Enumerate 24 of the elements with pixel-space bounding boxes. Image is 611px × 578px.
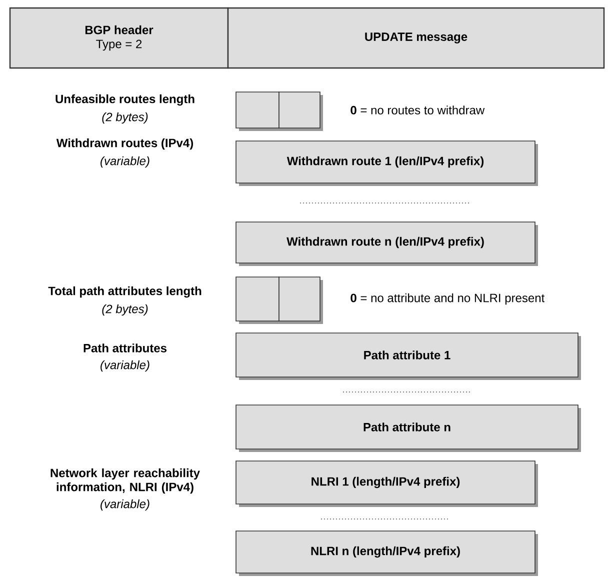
note-text: 0 = no routes to withdraw (350, 106, 485, 114)
note-text: 0 = no attribute and no NLRI present (350, 293, 545, 305)
field-label: Total path attributes length (48, 286, 202, 298)
field-label: Unfeasible routes length (56, 94, 194, 106)
field-box: Withdrawn route 1 (len/IPv4 prefix) (236, 140, 538, 186)
field-box: NLRI n (length/IPv4 prefix) (236, 530, 538, 576)
byte-cell (278, 276, 323, 324)
byte-cell (236, 276, 282, 324)
field-label: Network layer reachability information, NLRI (IPv4) (50, 468, 200, 494)
field-box: Path attribute n (236, 404, 581, 452)
size-note: (variable) (100, 499, 150, 511)
size-note: (variable) (100, 156, 150, 168)
field-box: Path attribute 1 (236, 332, 581, 380)
byte-cell (236, 92, 282, 131)
size-note: (2 bytes) (102, 112, 148, 124)
byte-cell (278, 92, 323, 131)
size-note: (variable) (100, 360, 150, 372)
header-box: BGP header Type = 2 (9, 7, 229, 69)
field-label: Path attributes (84, 344, 166, 352)
size-note: (2 bytes) (102, 304, 148, 316)
field-box: Withdrawn route n (len/IPv4 prefix) (236, 222, 538, 266)
field-box: NLRI 1 (length/IPv4 prefix) (236, 460, 538, 507)
header-box: UPDATE message (227, 7, 605, 69)
field-label: Withdrawn routes (IPv4) (56, 138, 194, 150)
